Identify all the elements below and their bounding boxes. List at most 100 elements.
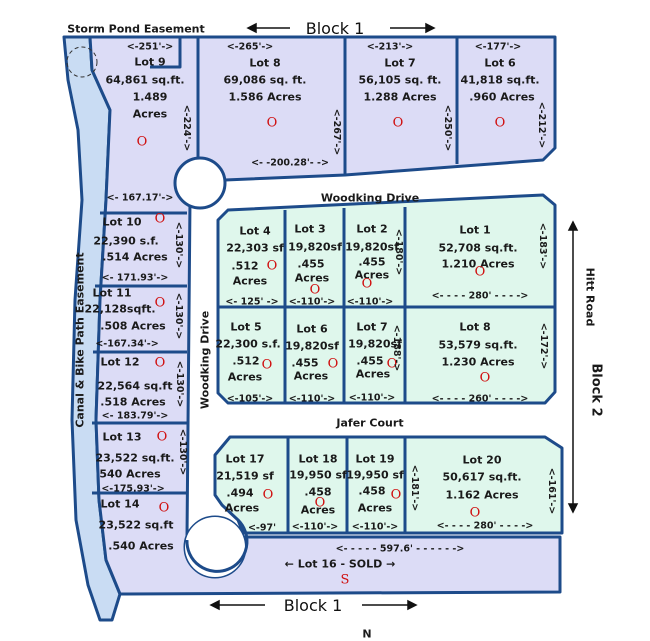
lot7-front: <-213'-> [366, 41, 414, 53]
canal-easement-label: Canal & Bike Path Easement [73, 252, 87, 428]
lot19-side: <-181'-> [408, 464, 420, 512]
lot8-marker-status-marker: O [266, 115, 278, 131]
lot7-label: Lot 7 [384, 56, 416, 70]
lot13-bottom: <-175.93'-> [101, 483, 165, 495]
lot14-acres: .540 Acres [108, 539, 174, 553]
lot8b2-label: Lot 8 [459, 320, 491, 334]
lot12-sqft: 22,564 sq.ft [97, 379, 173, 393]
lot-line [150, 37, 182, 69]
lot2b2-acres2: Acres [354, 268, 390, 282]
lot9-side: <-224'-> [180, 104, 192, 152]
lot18-marker-status-marker: O [314, 495, 326, 511]
storm-pond [66, 46, 98, 78]
lot11-acres: .508 Acres [100, 319, 166, 333]
lot5b2-label: Lot 5 [230, 320, 262, 334]
lot9-front: <-251'-> [126, 41, 174, 53]
lot2b2-sqft: 19,820sf [345, 240, 399, 254]
lot2b2-bottom: <-110'-> [346, 296, 394, 308]
lot12-marker-status-marker: O [154, 355, 166, 371]
lot3b2-bottom: <-110'-> [288, 296, 336, 308]
lot13-acres: 540 Acres [99, 467, 161, 481]
lot4b2-acres2: Acres [232, 274, 268, 288]
lot9-acres1: 1.489 [132, 90, 168, 104]
lot20-label: Lot 20 [462, 453, 502, 467]
woodking-drive-label: Woodking Drive [320, 191, 420, 205]
lot19-label: Lot 19 [355, 452, 395, 466]
lot4b2-label: Lot 4 [239, 224, 271, 238]
lot3b2-acres1: .455 [297, 257, 325, 271]
lot6b2-label: Lot 6 [296, 322, 328, 336]
lot6-side: <-212'-> [535, 101, 547, 149]
lot9-bottom: <- 167.17'-> [106, 192, 174, 204]
lot7-acres: 1.288 Acres [363, 90, 437, 104]
lot6b2-acres2: Acres [293, 369, 329, 383]
lot2b2-acres1: .455 [358, 255, 386, 269]
lot8-acres: 1.586 Acres [228, 90, 302, 104]
lot8b2-marker-status-marker: O [479, 370, 491, 386]
lot8-bottom: <- -200.28'- -> [251, 157, 329, 169]
lot20-sqft: 50,617 sq.ft. [442, 470, 522, 484]
lot17-bottom: <-97' [247, 522, 277, 534]
lot11-marker-status-marker: O [154, 295, 166, 311]
lot7b2-bottom: <-110'-> [348, 392, 396, 404]
lot18-sqft: 19,950 sf [289, 468, 347, 482]
lot3b2-acres2: Acres [294, 271, 330, 285]
block1-bottom-label: Block 1 [283, 596, 343, 615]
lot8b2-acres: 1.230 Acres [441, 355, 515, 369]
lot19-sqft: 19,950 sf [346, 468, 404, 482]
lot12-label: Lot 12 [100, 355, 140, 369]
lot4b2-sqft: 22,303 sf [226, 241, 284, 255]
lot12-bottom: <- 183.79'-> [101, 410, 169, 422]
lot3b2-label: Lot 3 [294, 222, 326, 236]
lot7b2-label: Lot 7 [356, 320, 388, 334]
lot8-label: Lot 8 [249, 56, 281, 70]
woodking-drive-side-label: Woodking Drive [198, 310, 212, 410]
lot18-bottom: <-110'-> [291, 521, 339, 533]
block2-label: Block 2 [588, 363, 604, 417]
lot6b2-acres1: .455 [291, 356, 319, 370]
lot19-marker-status-marker: O [390, 487, 402, 503]
lot20-acres: 1.162 Acres [445, 488, 519, 502]
lot13-side: <-130'-> [176, 428, 188, 476]
lot10-bottom: <- 171.93'-> [101, 272, 169, 284]
lot6b2-sqft: 19,820sf [285, 339, 339, 353]
lot1b2-sqft: 52,708 sq.ft. [438, 241, 518, 255]
jafer-court-label: Jafer Court [336, 416, 404, 430]
lot7-marker-status-marker: O [392, 115, 404, 131]
lot1b2-side-right: <-183'-> [536, 222, 548, 270]
lot6b2-marker-status-marker: O [327, 356, 339, 372]
lot6-sqft: 41,818 sq.ft. [460, 73, 540, 87]
lot14-sqft: 23,522 sq.ft [98, 518, 174, 532]
lot7b2-sqft: 19,820sf [348, 337, 402, 351]
lot1b2-marker-status-marker: O [474, 264, 486, 280]
storm-pond-easement-label: Storm Pond Easement [67, 22, 205, 36]
lot1b2-label: Lot 1 [459, 223, 491, 237]
lot10-acres: .514 Acres [102, 250, 168, 264]
lot4b2-acres1: .512 [231, 259, 259, 273]
lot16-dim: <- - - - - 597.6' - - - - - -> [335, 543, 465, 555]
lot2b2-marker-status-marker: O [361, 276, 373, 292]
lot11-sqft: 22,128sqft. [84, 302, 156, 316]
lot17-acres1: .494 [226, 486, 254, 500]
lot5b2-bottom: <-105'-> [226, 393, 274, 405]
lot8b2-side-right: <-172'-> [537, 322, 549, 370]
lot10-sqft: 22,390 s.f. [93, 234, 159, 248]
lot20-bottom: <- - - - 280' - - - -> [436, 520, 534, 532]
lot18-label: Lot 18 [298, 452, 338, 466]
lot20-marker-status-marker: O [469, 505, 481, 521]
lot16-marker-status-marker: S [340, 572, 350, 588]
north-label: N [362, 627, 372, 641]
cul-de-sac-north [173, 156, 227, 210]
lot5b2-acres1: .512 [232, 354, 260, 368]
lot4b2-marker-status-marker: O [266, 258, 278, 274]
lot11-side: <-130'-> [172, 292, 184, 340]
lot12-side: <-130'-> [173, 360, 185, 408]
lot13-marker-status-marker: O [156, 429, 168, 445]
lot14-marker-status-marker: O [158, 500, 170, 516]
lot7b2-acres2: Acres [355, 367, 391, 381]
block2-south-area [213, 435, 564, 535]
lot16-label: ← Lot 16 - SOLD → [284, 557, 396, 571]
lot7b2-marker-status-marker: O [386, 356, 398, 372]
